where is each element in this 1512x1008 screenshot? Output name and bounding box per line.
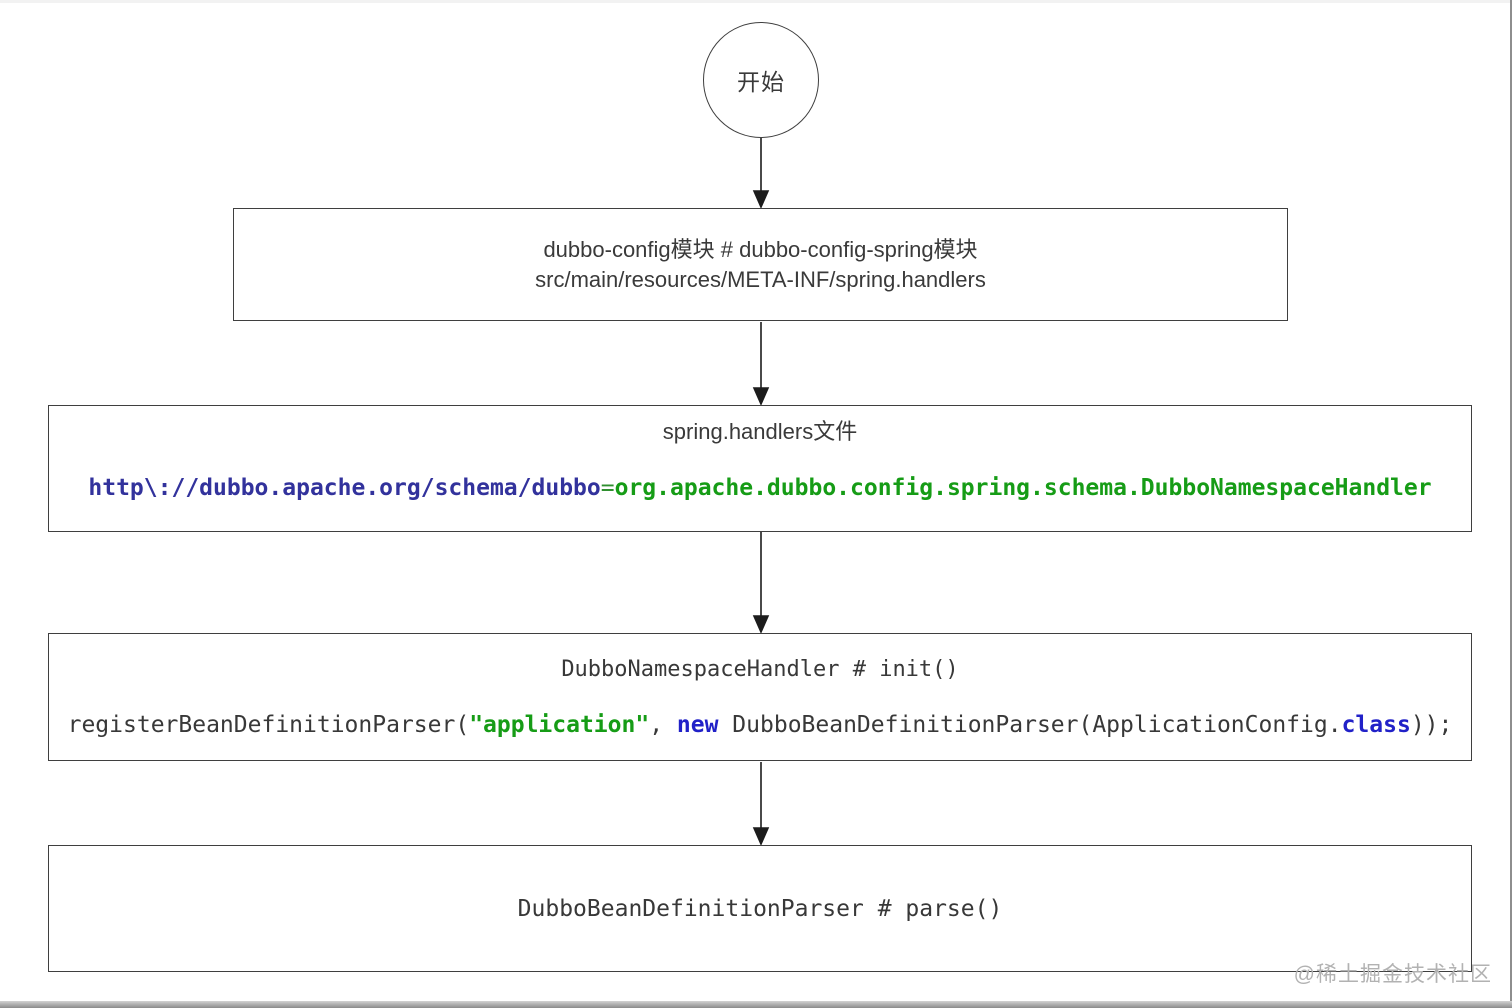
parse-box-label: DubboBeanDefinitionParser # parse() [517, 895, 1003, 922]
start-node-label: 开始 [737, 69, 785, 95]
init-box-title: DubboNamespaceHandler # init() [561, 657, 959, 682]
top-edge-strip [0, 0, 1512, 3]
bean-definition-parser-box: DubboBeanDefinitionParser # parse() [48, 845, 1472, 972]
start-node: 开始 [703, 22, 819, 138]
spring-handlers-code: http\://dubbo.apache.org/schema/dubbo=or… [88, 475, 1432, 501]
right-edge-line [1510, 0, 1512, 1002]
module-box-line1: dubbo-config模块 # dubbo-config-spring模块 [543, 236, 978, 262]
arrow-head-handlers-to-init [752, 615, 770, 634]
module-box: dubbo-config模块 # dubbo-config-spring模块 s… [233, 208, 1288, 321]
arrow-head-init-to-parse [752, 827, 770, 846]
arrow-head-start-to-module [752, 190, 770, 209]
module-box-line2: src/main/resources/META-INF/spring.handl… [535, 266, 986, 292]
init-box-code: registerBeanDefinitionParser("applicatio… [67, 712, 1453, 738]
spring-handlers-title: spring.handlers文件 [662, 419, 858, 444]
arrow-head-module-to-handlers [752, 387, 770, 406]
bottom-edge-strip [0, 1001, 1512, 1008]
spring-handlers-box: spring.handlers文件 http\://dubbo.apache.o… [48, 405, 1472, 532]
namespace-handler-init-box: DubboNamespaceHandler # init() registerB… [48, 633, 1472, 761]
watermark: @稀土掘金技术社区 [1293, 963, 1492, 986]
